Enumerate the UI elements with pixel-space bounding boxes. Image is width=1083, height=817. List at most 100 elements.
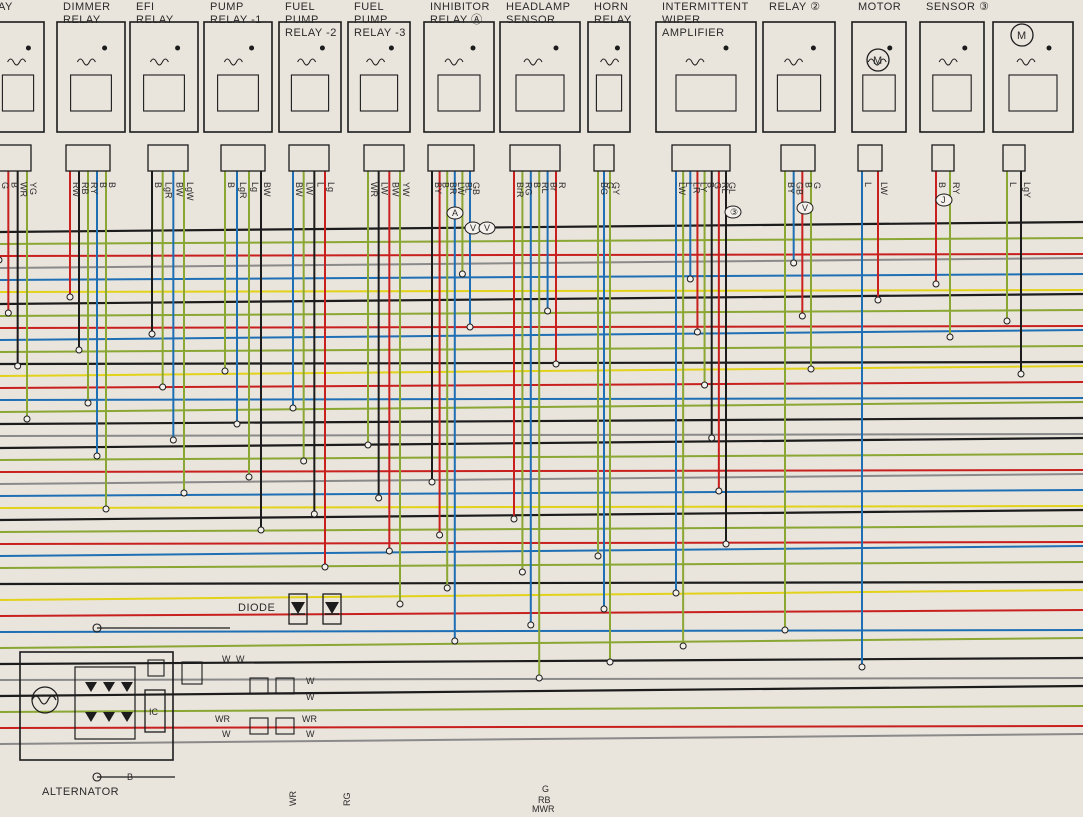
junction-dot [1017,370,1025,378]
wire-code-label: GB [471,182,481,195]
junction-dot [23,415,31,423]
coil-symbol [523,58,543,66]
horizontal-wire [0,609,1083,617]
aux-wire-w2: W [306,692,315,702]
ic-label: IC [149,707,159,717]
wire-code-label: BY [433,182,443,194]
sensor-title-line: SENSOR ③ [926,1,989,13]
component-box [851,21,907,133]
junction-dot [544,307,552,315]
horizontal-wire [0,436,1083,450]
motor-icon [1010,23,1034,47]
junction-dot [66,293,74,301]
headlamp-sensor-title-line: HEADLAMP [506,1,571,13]
junction-dot [510,515,518,523]
connector-block [857,144,883,172]
horizontal-wire [0,684,1083,698]
wire-code-label: LW [677,182,687,195]
horizontal-wire [0,525,1083,533]
junction-dot [75,346,83,354]
relay-coil-box [515,74,565,112]
connector-block [147,144,189,172]
component-box [347,21,411,133]
alternator-wire-b: B [127,772,133,782]
horizontal-wire [0,545,1083,557]
wire-code-label: GL [727,182,737,194]
junction-dot [858,663,866,671]
junction-dot [443,584,451,592]
wire-code-label: RL [540,182,550,194]
coil-symbol [297,58,317,66]
aux-wire-w3: W [306,729,315,739]
relay-coil-box [862,74,896,112]
contact-point [1046,45,1052,51]
junction-dot [300,457,308,465]
wire-code-label: B [226,182,236,188]
junction-dot [466,323,474,331]
horizontal-wire [0,360,1083,366]
contact-point [810,45,816,51]
junction-dot [233,420,241,428]
junction-dot [1003,317,1011,325]
horizontal-wire [0,345,1083,353]
junction-dot [932,280,940,288]
junction-dot [321,563,329,571]
junction-dot [535,674,543,682]
coil-symbol [76,58,96,66]
junction-dot [102,505,110,513]
connector-block [65,144,111,172]
alternator-wire-w3: W [222,729,231,739]
wire-code-label: LW [380,182,390,195]
wire-code-label: B [532,182,542,188]
aux-wire-wr: WR [302,714,317,724]
coil-symbol [7,58,27,66]
coil-symbol [444,58,464,66]
coil-symbol [366,58,386,66]
junction-dot [946,333,954,341]
junction-dot [364,441,372,449]
junction-dot [180,489,188,497]
connector-mark [724,205,742,219]
contact-point [175,45,181,51]
horizontal-wire [0,397,1083,401]
wire-code-label: RL [720,182,730,194]
horizontal-wire [0,489,1083,497]
component-box [129,21,199,133]
wire-code-label: B [441,182,451,188]
junction-dot [396,600,404,608]
contact-point [388,45,394,51]
connector-block [0,144,32,172]
horizontal-wire [0,733,1083,745]
junction-dot [679,642,687,650]
wire-code-label: WR [19,182,29,197]
wire-code-label: RB [80,182,90,195]
component-box [423,21,495,133]
junction-dot [428,478,436,486]
wire-code-label: B [107,182,117,188]
relay-coil-box [1,74,35,112]
connector-mark [446,206,464,220]
junction-dot [84,399,92,407]
headlamp-sensor-title-line: SENSOR [506,14,555,26]
junction-dot [518,568,526,576]
junction-dot [708,434,716,442]
wire-code-label: BG [599,182,609,195]
component-box [56,21,126,133]
wire-code-label: BW [174,182,184,197]
junction-dot [672,589,680,597]
wire-code-label: L [863,182,873,187]
connector-mark-label: J [941,195,946,205]
alternator-box [19,651,174,761]
connector-mark [478,221,496,235]
component-box [655,21,757,133]
junction-dot [14,362,22,370]
connector-block [509,144,561,172]
efi-relay-title-line: RELAY [136,14,174,26]
relay-coil-box [1008,74,1058,112]
component-box [919,21,985,133]
junction-dot [451,637,459,645]
relay-coil-box [776,74,822,112]
